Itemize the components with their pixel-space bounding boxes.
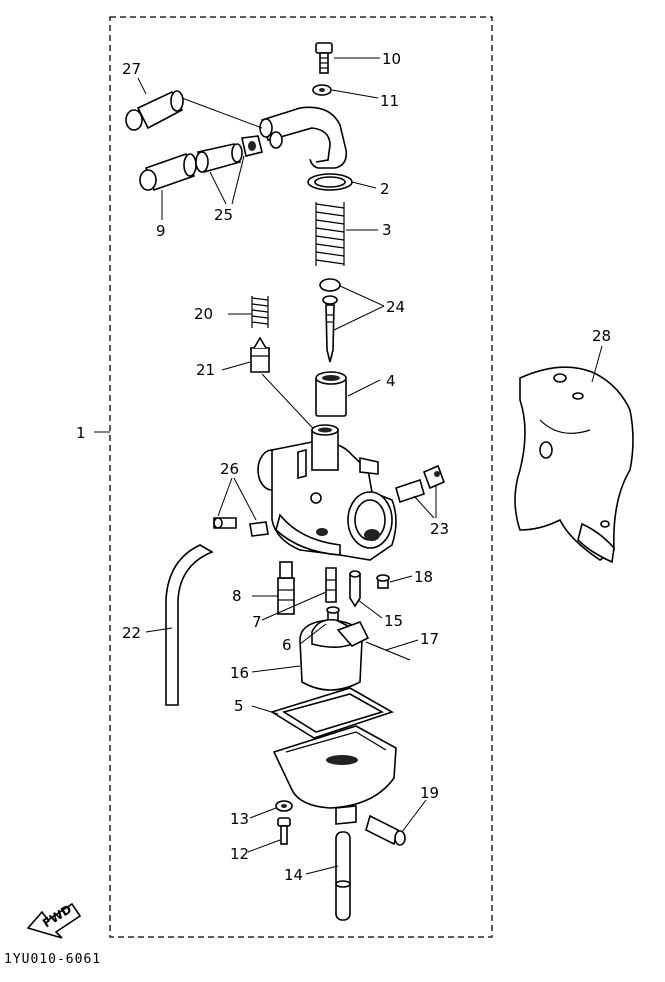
callout-14: 14 — [284, 866, 303, 884]
part-18-screw — [376, 574, 390, 589]
callout-20: 20 — [194, 305, 213, 323]
callout-18: 18 — [414, 568, 433, 586]
part-11-washer — [312, 84, 332, 96]
part-7-main-jet — [325, 567, 337, 603]
callout-leaders — [137, 57, 603, 875]
part-5-float-chamber-gasket — [270, 687, 394, 739]
part-9-cable-cap — [139, 152, 197, 192]
callout-26: 26 — [220, 460, 239, 478]
callout-17: 17 — [420, 630, 439, 648]
callout-10: 10 — [382, 50, 401, 68]
part-24-clip-and-needle — [319, 278, 341, 363]
callout-3: 3 — [382, 221, 392, 239]
part-28-carburetor-cover — [514, 366, 634, 564]
carburetor-body — [257, 424, 397, 561]
part-3-throttle-spring — [315, 202, 345, 266]
fwd-arrow-icon: FWD — [26, 902, 82, 939]
callout-28: 28 — [592, 327, 611, 345]
part-8-needle-jet — [277, 561, 295, 615]
callout-12: 12 — [230, 845, 249, 863]
callout-24: 24 — [386, 298, 405, 316]
part-19-drain-screw — [365, 814, 406, 846]
callout-2: 2 — [380, 180, 390, 198]
callout-13: 13 — [230, 810, 249, 828]
part-2-gasket-ring — [307, 173, 353, 191]
callout-27: 27 — [122, 60, 141, 78]
carb-top-cap-elbow — [259, 106, 348, 169]
callout-6: 6 — [282, 636, 292, 654]
part-13-washer — [275, 800, 293, 812]
callout-21: 21 — [196, 361, 215, 379]
part-4-throttle-valve — [315, 371, 347, 417]
callout-23: 23 — [430, 520, 449, 538]
callout-1: 1 — [76, 424, 86, 442]
part-25-adjuster-nuts — [195, 135, 263, 173]
assembly-boundary — [109, 16, 493, 938]
part-14-drain-pipe — [335, 831, 351, 921]
callout-16: 16 — [230, 664, 249, 682]
drawing-code: 1YU010-6061 — [4, 952, 101, 967]
part-10-screw — [315, 42, 333, 74]
part-17-float-pin — [365, 641, 411, 661]
part-27-cable-cap — [125, 90, 184, 131]
part-16-float — [299, 618, 370, 691]
part-15-float-valve — [349, 570, 361, 608]
callout-25: 25 — [214, 206, 233, 224]
part-12-screw — [277, 817, 291, 845]
part-23-throttle-stop-screw — [395, 464, 446, 504]
callout-19: 19 — [420, 784, 439, 802]
callout-7: 7 — [252, 613, 262, 631]
part-20-pilot-spring — [251, 296, 269, 328]
part-22-overflow-hose — [165, 544, 214, 706]
part-26-screws — [213, 517, 269, 537]
cable-guide-line — [181, 97, 263, 129]
callout-22: 22 — [122, 624, 141, 642]
callout-4: 4 — [386, 372, 396, 390]
callout-5: 5 — [234, 697, 244, 715]
callout-15: 15 — [384, 612, 403, 630]
callout-9: 9 — [156, 222, 166, 240]
callout-11: 11 — [380, 92, 399, 110]
callout-8: 8 — [232, 587, 242, 605]
part-21-pilot-screw — [250, 336, 270, 373]
float-chamber-bowl — [272, 725, 397, 825]
